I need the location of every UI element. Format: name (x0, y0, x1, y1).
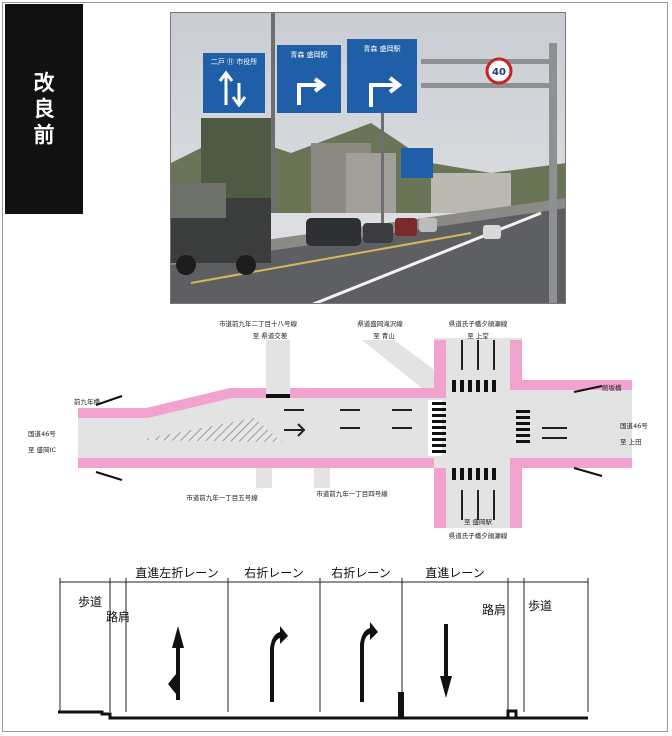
lane-header-2: 右折レーン (244, 565, 303, 580)
label-south-dest: 至 盛岡駅 (464, 517, 493, 526)
road-cross-section: 直進左折レーン 右折レーン 右折レーン 直進レーン 歩道 路肩 路肩 歩道 (58, 560, 598, 725)
label-road-s1: 市道前九年一丁目五号線 (186, 493, 258, 502)
lane-header-4: 直進レーン (425, 566, 484, 580)
intersection-plan-diagram: 市道前九年二丁目十八号線 至 県道交差 県道盛岡滝沢線 至 青山 県道氏子橋夕顔… (22, 310, 652, 550)
label-east-dest: 至 上田 (620, 437, 642, 446)
section-svg: 直進左折レーン 右折レーン 右折レーン 直進レーン 歩道 路肩 路肩 歩道 (58, 565, 589, 720)
label-road-n3: 県道氏子橋夕顔瀬線 (449, 319, 508, 328)
before-improvement-tag: 改 良 前 (5, 4, 83, 214)
photo-sign-3: 青森 盛岡駅 (363, 44, 400, 53)
intersection-photo: 40 二戸 ⑪ 市役所 青森 盛岡駅 青森 盛岡駅 (170, 12, 566, 304)
left-sidewalk-label: 歩道 (78, 594, 102, 609)
left-shoulder-label: 路肩 (106, 609, 130, 624)
label-east-route: 国道46号 (620, 421, 648, 430)
label-road-n1-dest: 至 県道交差 (253, 331, 288, 340)
label-west-route: 国道46号 (28, 429, 56, 438)
right-shoulder-label: 路肩 (482, 602, 506, 617)
label-road-s2: 市道前九年一丁目四号線 (316, 489, 388, 498)
label-west-dest: 至 盛岡IC (28, 445, 56, 454)
tag-char: 前 (33, 122, 55, 147)
tag-char: 良 (33, 96, 55, 121)
label-road-n3-dest: 至 上堂 (467, 331, 489, 340)
speed-limit-sign: 40 (492, 67, 506, 78)
lane-header-3: 右折レーン (331, 565, 390, 580)
plan-svg: 市道前九年二丁目十八号線 至 県道交差 県道盛岡滝沢線 至 青山 県道氏子橋夕顔… (28, 319, 648, 540)
right-sidewalk-label: 歩道 (528, 598, 552, 613)
label-west-bridge: 前九年橋 (74, 397, 101, 406)
label-road-n2: 県道盛岡滝沢線 (357, 319, 403, 328)
label-road-n2-dest: 至 青山 (373, 331, 395, 340)
lane-header-1: 直進左折レーン (135, 565, 218, 580)
label-road-s4: 県道氏子橋夕顔瀬線 (449, 531, 508, 540)
photo-illustration: 40 二戸 ⑪ 市役所 青森 盛岡駅 青森 盛岡駅 (171, 13, 565, 303)
tag-char: 改 (33, 70, 55, 95)
photo-sign-2: 青森 盛岡駅 (290, 50, 327, 59)
label-east-bridge: 館坂橋 (602, 383, 622, 392)
label-road-n1: 市道前九年二丁目十八号線 (219, 319, 298, 328)
photo-sign-1: 二戸 ⑪ 市役所 (211, 57, 257, 66)
